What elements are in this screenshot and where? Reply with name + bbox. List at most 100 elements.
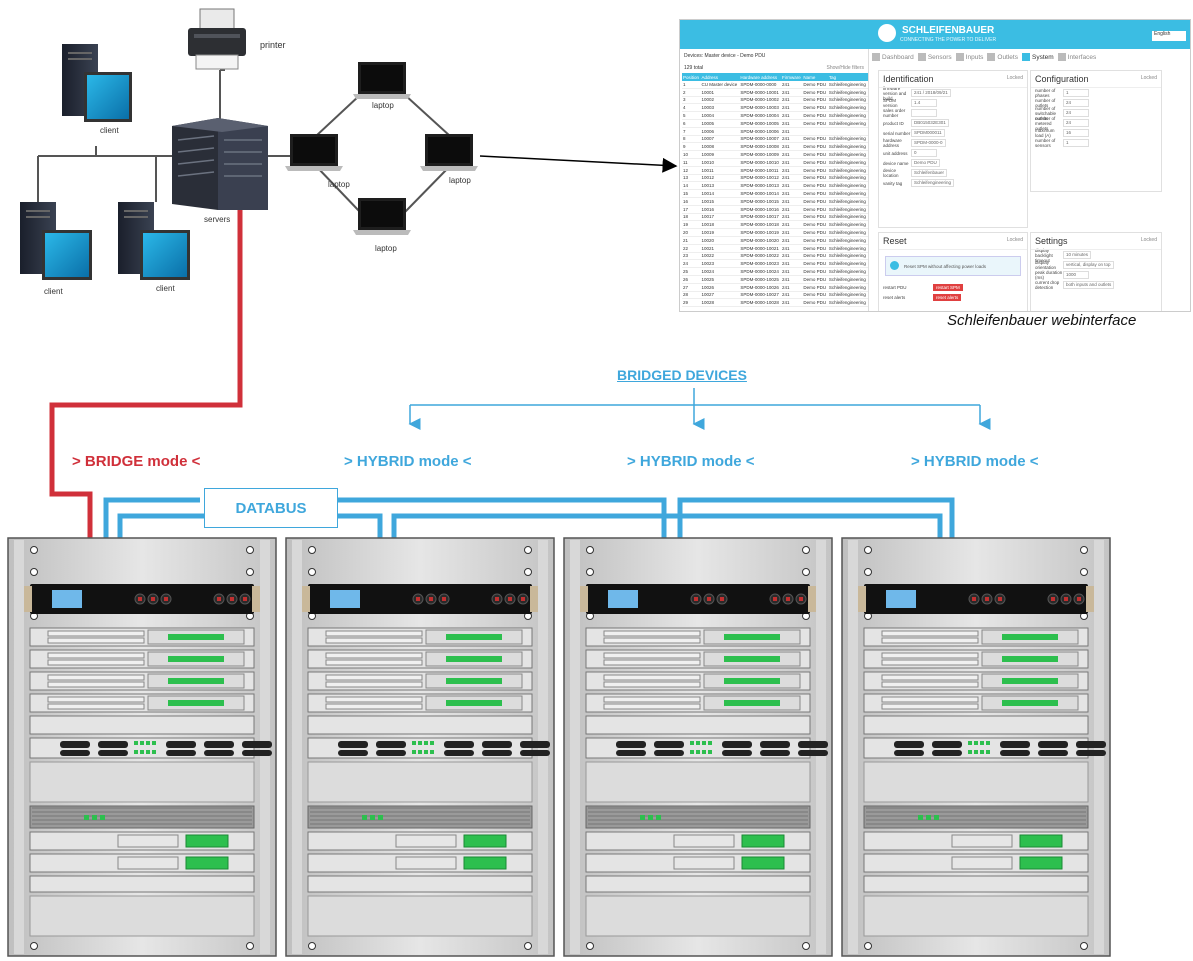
table-cell: 10022: [700, 252, 740, 261]
field-value[interactable]: 241 / 2018/09/21: [911, 89, 951, 97]
field-label: device location: [883, 168, 899, 178]
tab-system[interactable]: System: [1021, 53, 1054, 61]
vented-unit: [29, 805, 255, 829]
drive-slot: [603, 659, 701, 666]
mount-hole: [524, 546, 532, 554]
webinterface-caption: Schleifenbauer webinterface: [947, 312, 1137, 329]
pdu-outlet-led: [416, 597, 420, 601]
hybrid-mode-label: > HYBRID mode <: [911, 453, 1039, 470]
field-value[interactable]: SPDM000011: [911, 129, 945, 137]
field-value[interactable]: 24: [1063, 119, 1089, 127]
table-cell: 8: [682, 135, 701, 144]
switch-port: [204, 741, 234, 748]
show-hide-filters-link[interactable]: Show/Hide filters: [826, 65, 864, 71]
pdu-outlet-led: [694, 597, 698, 601]
field-value[interactable]: 24: [1063, 109, 1089, 117]
column-header[interactable]: Firmware: [781, 73, 803, 81]
field-value[interactable]: Schleifengineering: [911, 179, 955, 187]
port-led: [702, 741, 706, 745]
laptop-label: laptop: [372, 101, 394, 110]
field-value[interactable]: 0: [911, 149, 937, 157]
column-header[interactable]: Tag: [827, 73, 868, 81]
field-value[interactable]: 10 minutes: [1063, 251, 1092, 259]
field-value[interactable]: SPDM-0000-0: [911, 139, 946, 147]
switch-port: [894, 741, 924, 748]
tab-sensors[interactable]: Sensors: [917, 53, 952, 61]
table-cell: 10026: [700, 283, 740, 292]
field-value[interactable]: 1.4: [911, 99, 937, 107]
reset-button[interactable]: reset alerts: [933, 293, 962, 301]
language-select[interactable]: English: [1152, 31, 1186, 41]
table-cell: 241: [781, 158, 803, 167]
port-led: [986, 741, 990, 745]
field-value[interactable]: [911, 109, 937, 117]
tab-interfaces[interactable]: Interfaces: [1057, 53, 1096, 61]
mount-hole: [1080, 942, 1088, 950]
table-cell: Demo PDU: [802, 267, 828, 276]
pdu-outlet-led: [985, 597, 989, 601]
table-cell: 241: [781, 81, 803, 89]
tab-outlets[interactable]: Outlets: [987, 53, 1018, 61]
mount-hole: [308, 546, 316, 554]
table-cell: Schleifengineering: [827, 119, 868, 128]
switch-port: [654, 741, 684, 748]
column-header[interactable]: Hardware address: [739, 73, 782, 81]
field-value[interactable]: 1000: [1063, 271, 1089, 279]
column-header[interactable]: Name: [802, 73, 828, 81]
field-value[interactable]: 16: [1063, 129, 1089, 137]
column-header[interactable]: Position: [682, 73, 701, 81]
field-label: display orientation: [1035, 260, 1057, 270]
field-value[interactable]: 1: [1063, 139, 1089, 147]
tab-inputs[interactable]: Inputs: [955, 53, 983, 61]
field-value[interactable]: Schleifenbauer: [911, 169, 948, 177]
column-header[interactable]: Address: [700, 73, 740, 81]
mount-hole: [586, 942, 594, 950]
field-value[interactable]: 1: [1063, 89, 1089, 97]
field-value[interactable]: both inputs and outlets: [1063, 281, 1115, 289]
table-cell: Demo PDU: [802, 119, 828, 128]
table-cell: SPDM-0000-10015: [739, 197, 782, 206]
table-cell: [802, 127, 828, 136]
field-value[interactable]: 24: [1063, 99, 1089, 107]
field-value[interactable]: DB015032E301: [911, 119, 949, 127]
tab-dashboard[interactable]: Dashboard: [872, 53, 914, 61]
field-value[interactable]: Demo PDU: [911, 159, 940, 167]
switch-port: [482, 741, 512, 748]
field-value[interactable]: vertical, display on top: [1063, 261, 1114, 269]
status-led-bar: [168, 656, 224, 662]
reset-button[interactable]: restart SPM: [933, 283, 963, 291]
table-cell: 10023: [700, 259, 740, 269]
server-racks: [7, 537, 1111, 957]
